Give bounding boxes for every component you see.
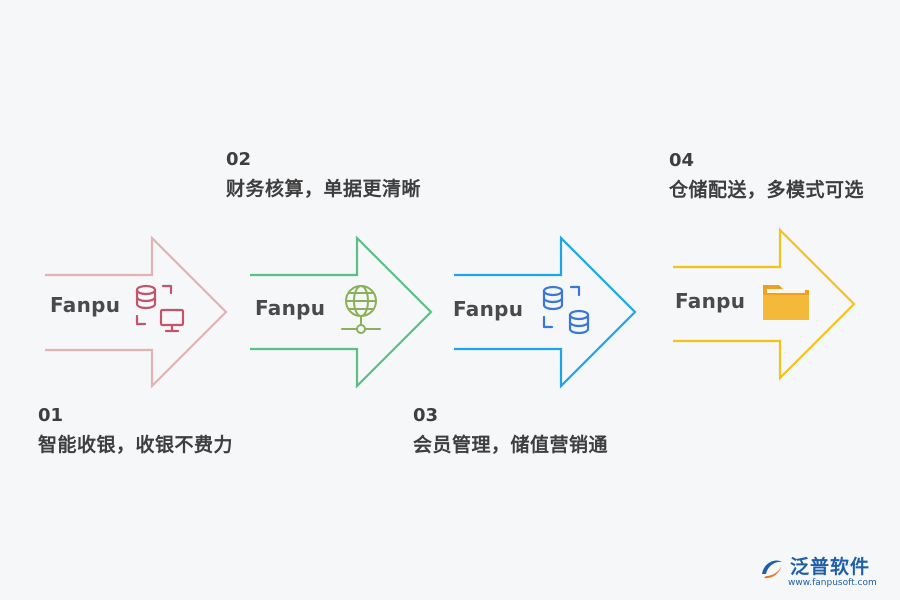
step-number-2: 02 <box>226 149 252 170</box>
step-description-4: 仓储配送，多模式可选 <box>669 179 865 201</box>
brand-url: www.fanpusoft.com <box>788 578 877 588</box>
database-monitor-icon <box>135 284 185 333</box>
database-sync-icon <box>542 285 590 335</box>
folder-icon <box>763 285 809 320</box>
step-number-3: 03 <box>413 405 439 426</box>
brand-watermark: 泛普软件 www.fanpusoft.com <box>758 552 888 594</box>
step-description-3: 会员管理，储值营销通 <box>413 434 609 456</box>
arrow-outline-1 <box>45 235 228 389</box>
arrow-outline-4 <box>673 227 856 381</box>
arrow-label-4: Fanpu <box>675 289 746 313</box>
arrow-outline-2 <box>250 235 433 389</box>
arrow-label-3: Fanpu <box>453 297 524 321</box>
step-number-1: 01 <box>38 405 64 426</box>
step-description-1: 智能收银，收银不费力 <box>38 434 234 456</box>
step-number-4: 04 <box>669 150 695 171</box>
step-description-2: 财务核算，单据更清晰 <box>226 178 422 200</box>
globe-network-icon <box>341 285 381 334</box>
fanpu-logo-icon <box>762 560 782 579</box>
arrow-outline-3 <box>454 235 637 389</box>
arrow-label-2: Fanpu <box>255 296 326 320</box>
arrow-label-1: Fanpu <box>50 293 121 317</box>
brand-name: 泛普软件 <box>790 556 871 578</box>
